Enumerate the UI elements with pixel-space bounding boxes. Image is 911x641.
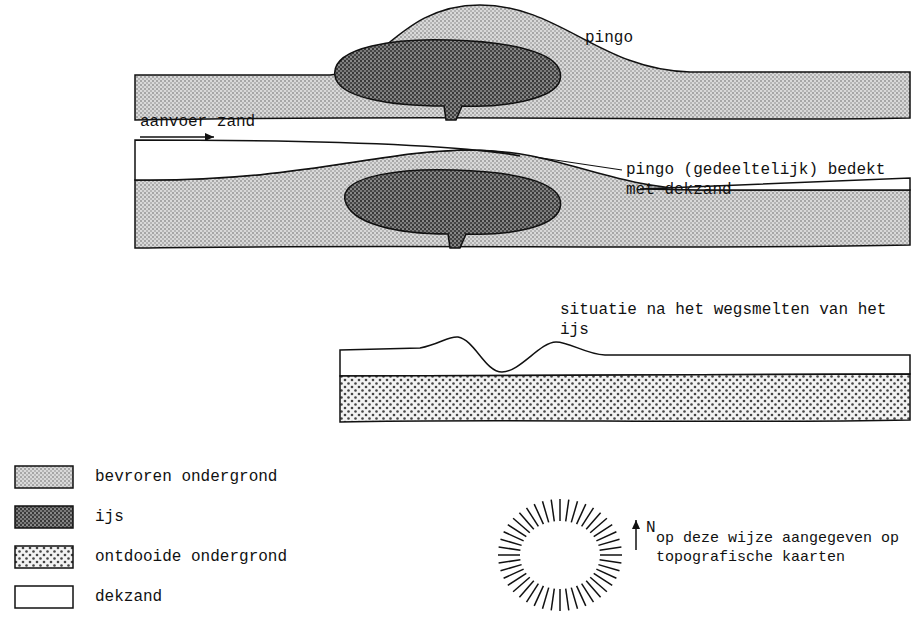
annotation-label: pingo: [585, 28, 633, 48]
legend-text: ijs: [95, 506, 124, 528]
annotation-label: op deze wijze aangegeven op topografisch…: [656, 530, 906, 568]
north-label: N: [646, 518, 656, 538]
legend-swatch: [15, 506, 73, 528]
legend-swatch: [15, 466, 73, 488]
annotation-label: aanvoer zand: [140, 112, 255, 132]
pingo-map-symbol: [498, 499, 622, 611]
annotation-label: situatie na het wegsmelten van het ijs: [560, 300, 890, 340]
annotation-label: pingo (gedeeltelijk) bedekt met dekzand: [626, 160, 906, 200]
legend-text: ontdooide ondergrond: [95, 546, 287, 568]
legend-swatch: [15, 546, 73, 568]
legend-text: bevroren ondergrond: [95, 466, 277, 488]
legend-text: dekzand: [95, 586, 162, 608]
legend-swatch: [15, 586, 73, 608]
